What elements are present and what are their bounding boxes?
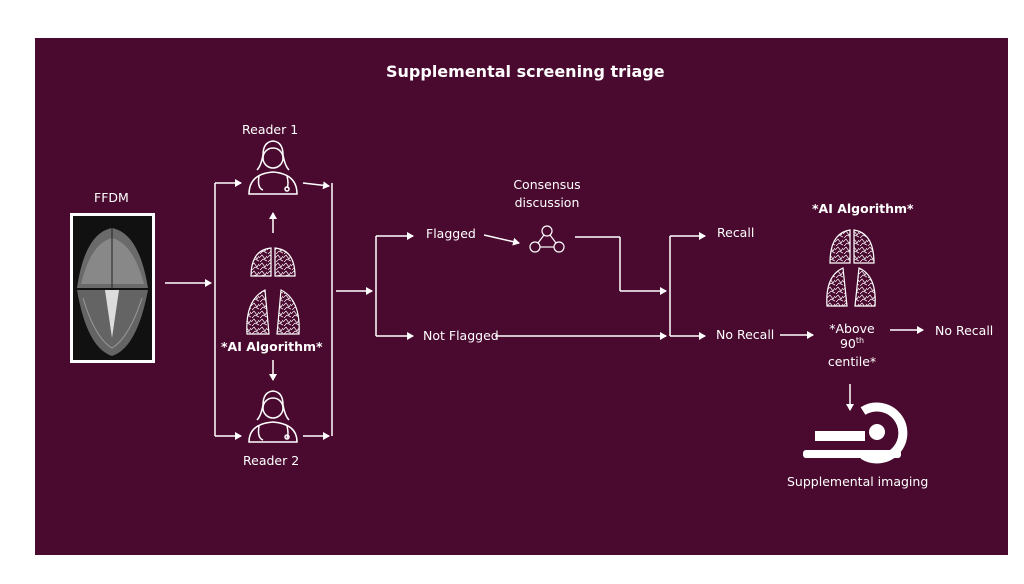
- flagged-label: Flagged: [426, 226, 476, 241]
- ai-algorithm-label: *AI Algorithm*: [221, 339, 323, 354]
- connector-lines: [165, 179, 924, 440]
- mammogram-image: [70, 213, 155, 363]
- diagram-title: Supplemental screening triage: [386, 62, 665, 81]
- above-centile-line3: centile*: [827, 354, 877, 369]
- ffdm-label: FFDM: [94, 190, 129, 205]
- breast-tissue-icon: [826, 229, 876, 307]
- consensus-label-line1: Consensus: [513, 177, 581, 192]
- consensus-label-line2: discussion: [514, 195, 580, 210]
- supplemental-imaging-label: Supplemental imaging: [787, 474, 929, 489]
- mri-scanner-icon: [803, 402, 908, 464]
- above-centile-suffix: th: [855, 336, 865, 345]
- above-centile-line2: 90th: [817, 336, 887, 351]
- breast-tissue-icon: [246, 247, 300, 335]
- reader2-label: Reader 2: [243, 453, 300, 468]
- doctor-icon: [248, 390, 298, 443]
- above-centile-number: 90: [839, 336, 856, 352]
- final-no-recall-label: No Recall: [935, 323, 994, 338]
- reader1-label: Reader 1: [242, 122, 299, 137]
- doctor-icon: [248, 140, 298, 195]
- flowchart-canvas: [70, 140, 924, 464]
- consensus-network-icon: [529, 225, 565, 253]
- above-centile-line1: *Above: [829, 321, 875, 336]
- not-flagged-label: Not Flagged: [423, 328, 499, 343]
- recall-label: Recall: [717, 225, 755, 240]
- diagram-panel: Supplemental screening triage FFDM Reade…: [35, 38, 1008, 555]
- ai-algorithm-label-secondary: *AI Algorithm*: [812, 201, 914, 216]
- no-recall-label: No Recall: [716, 327, 775, 342]
